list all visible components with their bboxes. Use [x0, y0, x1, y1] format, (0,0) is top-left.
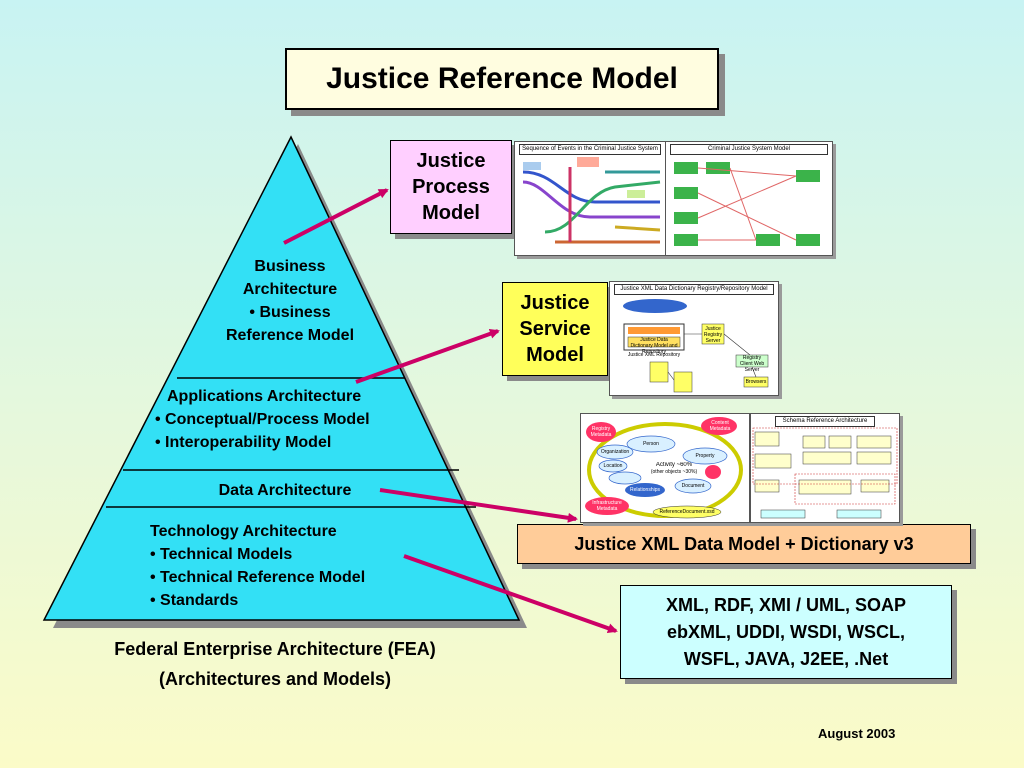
schema-thumbnail-title: Schema Reference Architecture — [775, 416, 875, 427]
arrow-business-to-process — [283, 188, 389, 245]
sequence-thumbnail-title: Sequence of Events in the Criminal Justi… — [519, 144, 661, 155]
technology-line-3: • Technical Reference Model — [150, 569, 366, 586]
dm-label-activity: Activity ~60% — [655, 462, 693, 468]
process-line-3: Model — [422, 202, 480, 224]
business-line-4: Reference Model — [225, 327, 355, 344]
dm-label-property: Property — [695, 453, 715, 459]
service-line-1: Justice — [520, 292, 590, 314]
standards-line-1: XML, RDF, XMI / UML, SOAP — [665, 594, 906, 615]
dm-label-registry-metadata: Registry Metadata — [590, 426, 612, 438]
justice-process-model-box: Justice Process Model — [390, 140, 512, 234]
schema-reference-thumbnail: Schema Reference Architecture — [750, 413, 900, 523]
fea-caption: Federal Enterprise Architecture (FEA) (A… — [40, 634, 510, 694]
process-line-1: Justice — [416, 150, 486, 172]
standards-line-3: WSFL, JAVA, J2EE, .Net — [683, 648, 889, 669]
registry-label-client: Registry Client Web Server — [739, 355, 765, 373]
criminal-model-graphic — [674, 162, 820, 246]
arrow-data-to-datamodel — [379, 488, 578, 523]
applications-line-2: • Conceptual/Process Model — [155, 411, 370, 428]
business-line-2: Architecture — [242, 281, 338, 298]
technology-line-4: • Standards — [150, 592, 239, 609]
registry-label-repository: Justice XML Repository — [627, 352, 681, 358]
dm-label-content-metadata: Content Metadata — [709, 420, 731, 432]
schema-graphic — [752, 427, 898, 519]
arrow-applications-to-service — [355, 328, 500, 384]
justice-service-model-box: Justice Service Model — [502, 282, 608, 376]
criminal-justice-system-thumbnail: Criminal Justice System Model — [665, 141, 833, 256]
fea-caption-line-2: (Architectures and Models) — [158, 669, 392, 689]
business-line-3: • Business — [249, 304, 331, 321]
dm-label-document: Document — [681, 483, 705, 489]
technology-architecture-label: Technology Architecture • Technical Mode… — [150, 520, 440, 612]
criminal-thumbnail-title: Criminal Justice System Model — [670, 144, 828, 155]
registry-label-server: Justice Registry Server — [703, 326, 723, 344]
justice-xml-data-model-box: Justice XML Data Model + Dictionary v3 — [517, 524, 971, 564]
dm-label-reference-document: ReferenceDocument.xsd — [659, 509, 715, 515]
data-architecture-label: Data Architecture — [218, 482, 352, 499]
registry-thumbnail-title: Justice XML Data Dictionary Registry/Rep… — [614, 284, 774, 295]
registry-repository-thumbnail: Justice XML Data Dictionary Registry/Rep… — [609, 281, 779, 396]
registry-label-browsers: Browsers — [745, 379, 767, 385]
service-line-2: Service — [519, 318, 591, 340]
standards-line-2: ebXML, UDDI, WSDI, WSCL, — [667, 621, 905, 642]
applications-architecture-label: Applications Architecture • Conceptual/P… — [155, 385, 445, 454]
registry-label-dictionary: Justice Data Dictionary Model and Reposi… — [630, 337, 678, 355]
sequence-of-events-thumbnail: Sequence of Events in the Criminal Justi… — [514, 141, 666, 256]
dm-label-location: Location — [603, 463, 623, 469]
dm-label-relationships: Relationships — [629, 487, 661, 493]
dm-label-person: Person — [643, 441, 659, 447]
slide-title: Justice Reference Model — [285, 48, 719, 110]
data-model-graphic — [585, 417, 743, 519]
process-line-2: Process — [412, 176, 490, 198]
service-line-3: Model — [526, 344, 584, 366]
dm-label-organization: Organization — [600, 449, 630, 455]
registry-graphic — [623, 299, 769, 393]
business-line-1: Business — [254, 258, 326, 275]
fea-caption-line-1: Federal Enterprise Architecture (FEA) — [114, 639, 436, 659]
data-model-thumbnail: Registry Metadata Content Metadata Perso… — [580, 413, 750, 523]
date-label: August 2003 — [818, 726, 896, 741]
dm-label-infrastructure-metadata: Infrastructure Metadata — [592, 500, 622, 512]
applications-line-1: Applications Architecture — [167, 388, 362, 405]
applications-line-3: • Interoperability Model — [155, 434, 332, 451]
sequence-flow-graphic — [522, 157, 661, 244]
technology-line-1: Technology Architecture — [150, 523, 337, 540]
dm-label-other-objects: (other objects ~30%) — [650, 469, 698, 475]
standards-box: XML, RDF, XMI / UML, SOAP ebXML, UDDI, W… — [620, 585, 952, 679]
business-architecture-label: Business Architecture • Business Referen… — [205, 255, 375, 347]
technology-line-2: • Technical Models — [150, 546, 293, 563]
arrow-technology-to-standards — [403, 554, 618, 634]
